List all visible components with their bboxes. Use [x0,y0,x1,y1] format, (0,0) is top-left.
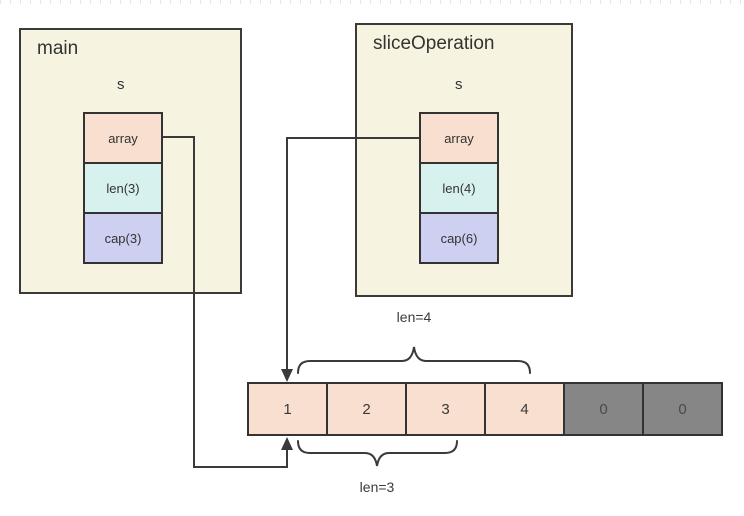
len3-brace-icon [297,440,458,467]
len3-brace-label: len=3 [359,479,395,495]
frame-main: main s array len(3) cap(3) [19,28,242,294]
sliceoperation-array-field: array [419,112,499,164]
len4-brace-icon [297,346,531,374]
main-len-field: len(3) [83,162,163,214]
frame-main-title: main [37,38,79,59]
array-cell-4: 0 [563,382,644,436]
sliceoperation-cap-field: cap(6) [419,212,499,264]
top-grid-ticks [0,0,744,4]
frame-sliceoperation: sliceOperation s array len(4) cap(6) [355,23,573,297]
array-cell-1: 2 [326,382,407,436]
frame-sliceoperation-slice-header: array len(4) cap(6) [419,112,499,264]
frame-main-slice-header: array len(3) cap(3) [83,112,163,264]
array-cell-5: 0 [642,382,723,436]
array-cell-2: 3 [405,382,486,436]
frame-main-var-label: s [117,76,125,93]
frame-sliceoperation-title: sliceOperation [373,33,495,54]
frame-sliceoperation-var-label: s [455,76,463,93]
array-cell-3: 4 [484,382,565,436]
array-cell-0: 1 [247,382,328,436]
main-cap-field: cap(3) [83,212,163,264]
len4-brace-label: len=4 [396,309,432,325]
main-array-field: array [83,112,163,164]
backing-array: 1 2 3 4 0 0 [247,382,723,436]
arrow-down-icon [281,369,293,382]
arrow-up-icon [281,437,293,450]
sliceoperation-len-field: len(4) [419,162,499,214]
